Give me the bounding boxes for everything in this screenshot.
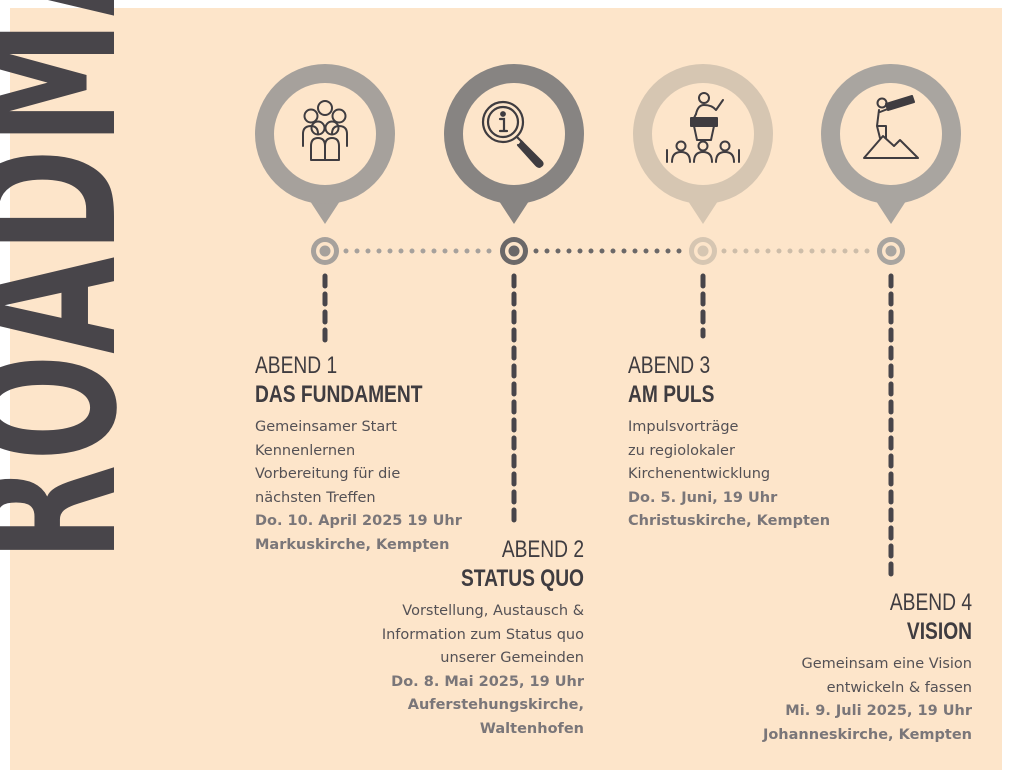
speaker-audience-icon bbox=[666, 92, 740, 163]
step-3-abend: ABEND 3 bbox=[628, 352, 711, 379]
step-1-place: Markuskirche, Kempten bbox=[255, 536, 450, 553]
step-3-heading: AM PULS bbox=[628, 381, 715, 408]
step-3-block: ABEND 3 AM PULS Impulsvorträge zu regiol… bbox=[628, 352, 868, 534]
step-2-place-2: Waltenhofen bbox=[479, 720, 584, 737]
pin-marker-1 bbox=[255, 64, 395, 224]
step-3-line-2: zu regiolokaler bbox=[628, 442, 735, 459]
step-1-date: Do. 10. April 2025 19 Uhr bbox=[255, 513, 462, 529]
step-4-heading: VISION bbox=[906, 618, 972, 645]
step-1-abend: ABEND 1 bbox=[255, 352, 338, 379]
step-2-abend: ABEND 2 bbox=[501, 536, 584, 563]
step-4-block: ABEND 4 VISION Gemeinsam eine Vision ent… bbox=[712, 589, 972, 747]
step-2-date: Do. 8. Mai 2025, 19 Uhr bbox=[391, 673, 584, 690]
step-1-line-2: Kennenlernen bbox=[255, 442, 356, 459]
step-4-line-2: entwickeln & fassen bbox=[826, 679, 972, 696]
pin-marker-3 bbox=[633, 64, 773, 224]
step-4-abend: ABEND 4 bbox=[889, 589, 972, 616]
step-2-line-3: unserer Gemeinden bbox=[440, 650, 584, 666]
step-4-date: Mi. 9. Juli 2025, 19 Uhr bbox=[785, 703, 972, 719]
step-2-heading: STATUS QUO bbox=[460, 565, 584, 592]
step-3-line-3: Kirchenentwicklung bbox=[628, 466, 771, 482]
step-2-place-1: Auferstehungskirche, bbox=[407, 697, 584, 713]
timeline-node-3 bbox=[689, 237, 717, 265]
group-people-icon bbox=[302, 100, 348, 161]
telescope-mountain-icon bbox=[863, 95, 919, 159]
step-1-block: ABEND 1 DAS FUNDAMENT Gemeinsamer Start … bbox=[255, 352, 485, 557]
pin-marker-4 bbox=[821, 64, 961, 224]
step-4-line-1: Gemeinsam eine Vision bbox=[801, 656, 972, 672]
step-3-place: Christuskirche, Kempten bbox=[628, 513, 831, 529]
step-2-block: ABEND 2 STATUS QUO Vorstellung, Austausc… bbox=[318, 536, 584, 741]
step-2-line-1: Vorstellung, Austausch & bbox=[402, 603, 584, 619]
step-1-line-3: Vorbereitung für die bbox=[255, 466, 401, 482]
magnifier-info-icon bbox=[481, 100, 544, 168]
step-1-line-4: nächsten Treffen bbox=[255, 489, 376, 506]
step-1-line-1: Gemeinsamer Start bbox=[255, 419, 397, 435]
timeline-node-2 bbox=[500, 237, 528, 265]
step-3-line-1: Impulsvorträge bbox=[628, 419, 739, 435]
pin-marker-2 bbox=[444, 64, 584, 224]
timeline-node-4 bbox=[877, 237, 905, 265]
step-3-date: Do. 5. Juni, 19 Uhr bbox=[628, 489, 778, 506]
timeline-node-1 bbox=[311, 237, 339, 265]
step-4-place: Johanneskirche, Kempten bbox=[762, 726, 972, 743]
step-1-heading: DAS FUNDAMENT bbox=[255, 381, 423, 408]
step-2-line-2: Information zum Status quo bbox=[381, 626, 584, 643]
vertical-connectors bbox=[322, 273, 894, 581]
